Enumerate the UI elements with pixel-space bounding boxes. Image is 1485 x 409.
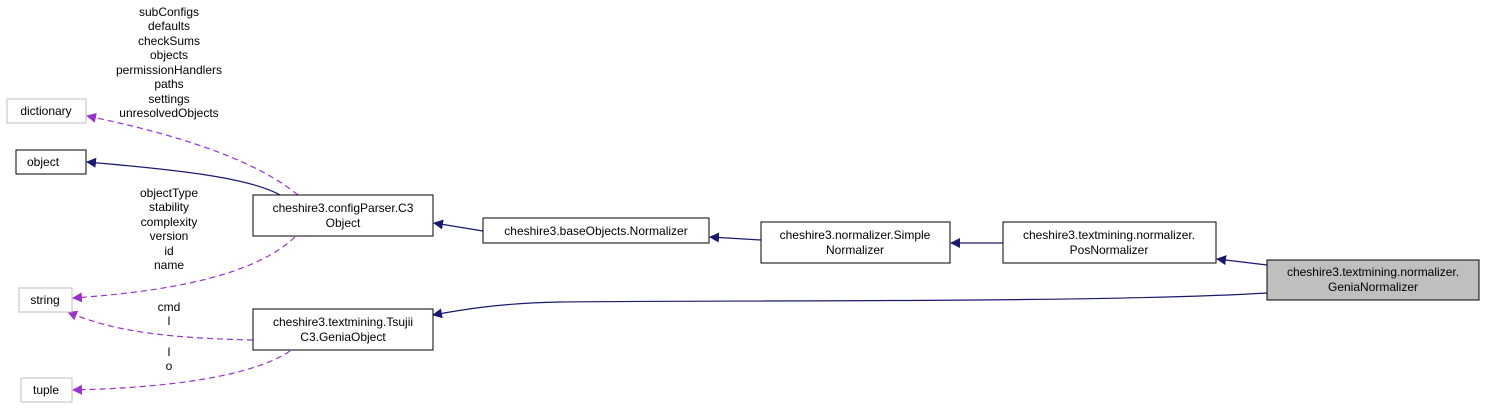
label-stability: stability (149, 200, 189, 214)
edge-c3object-to-object (86, 157, 281, 196)
node-normalizer-label: cheshire3.baseObjects.Normalizer (504, 224, 687, 238)
edge-genia-object-to-tuple (72, 350, 291, 395)
node-dictionary[interactable]: dictionary (6, 98, 87, 124)
node-simple-normalizer-label-line1: cheshire3.normalizer.Simple (780, 228, 931, 242)
edge-genia-object-to-string (67, 310, 254, 341)
edge-c3object-to-string (72, 236, 296, 303)
label-l-tuple: l (168, 345, 171, 359)
usage-edges (67, 112, 299, 395)
node-simple-normalizer[interactable]: cheshire3.normalizer.Simple Normalizer (760, 221, 951, 264)
node-object[interactable]: object (15, 149, 87, 175)
inheritance-edges (86, 157, 1268, 319)
label-unresolvedobjects: unresolvedObjects (119, 106, 218, 120)
edge-label-dictionary: subConfigs defaults checkSums objects pe… (116, 5, 222, 120)
edge-genia-normalizer-to-genia-object (432, 292, 1268, 319)
node-genia-normalizer[interactable]: cheshire3.textmining.normalizer. GeniaNo… (1266, 259, 1480, 301)
node-tuple[interactable]: tuple (20, 377, 73, 403)
node-genia-normalizer-label-line2: GeniaNormalizer (1328, 280, 1418, 294)
edge-normalizer-to-c3object (433, 219, 484, 232)
node-pos-normalizer-label-line2: PosNormalizer (1070, 243, 1149, 257)
node-genia-object[interactable]: cheshire3.textmining.Tsujii C3.GeniaObje… (252, 308, 434, 351)
node-dictionary-label: dictionary (20, 104, 71, 118)
node-normalizer[interactable]: cheshire3.baseObjects.Normalizer (482, 217, 710, 244)
edge-label-c3object-string: objectType stability complexity version … (140, 186, 198, 272)
label-permissionhandlers: permissionHandlers (116, 63, 222, 77)
label-settings: settings (148, 92, 189, 106)
label-checksums: checkSums (138, 34, 200, 48)
node-c3object-label-line2: Object (326, 216, 361, 230)
label-complexity: complexity (141, 215, 198, 229)
node-simple-normalizer-label-line2: Normalizer (826, 243, 884, 257)
label-cmd: cmd (158, 300, 181, 314)
label-subconfigs: subConfigs (139, 5, 199, 19)
node-genia-object-label-line2: C3.GeniaObject (300, 330, 386, 344)
edge-genia-normalizer-to-pos (1216, 255, 1268, 266)
label-objecttype: objectType (140, 186, 198, 200)
node-c3object[interactable]: cheshire3.configParser.C3 Object (252, 194, 434, 237)
label-paths: paths (154, 77, 183, 91)
node-string[interactable]: string (18, 287, 73, 313)
edge-c3object-to-dictionary (86, 112, 299, 196)
node-object-label: object (27, 155, 60, 169)
label-objects: objects (150, 48, 188, 62)
label-defaults: defaults (148, 19, 190, 33)
node-pos-normalizer-label-line1: cheshire3.textmining.normalizer. (1023, 228, 1195, 242)
node-tuple-label: tuple (33, 383, 59, 397)
edge-label-genia-tuple: l o (166, 345, 173, 373)
label-id: id (164, 244, 173, 258)
label-version: version (150, 229, 189, 243)
node-genia-normalizer-label-line1: cheshire3.textmining.normalizer. (1287, 265, 1459, 279)
node-c3object-label-line1: cheshire3.configParser.C3 (273, 201, 414, 215)
node-pos-normalizer[interactable]: cheshire3.textmining.normalizer. PosNorm… (1002, 221, 1217, 264)
node-string-label: string (30, 293, 59, 307)
node-genia-object-label-line1: cheshire3.textmining.Tsujii (273, 315, 413, 329)
edge-simple-to-normalizer (709, 232, 762, 243)
label-l-string: l (168, 314, 171, 328)
label-o: o (166, 359, 173, 373)
edge-label-genia-string: cmd l (158, 300, 181, 328)
label-name: name (154, 258, 184, 272)
